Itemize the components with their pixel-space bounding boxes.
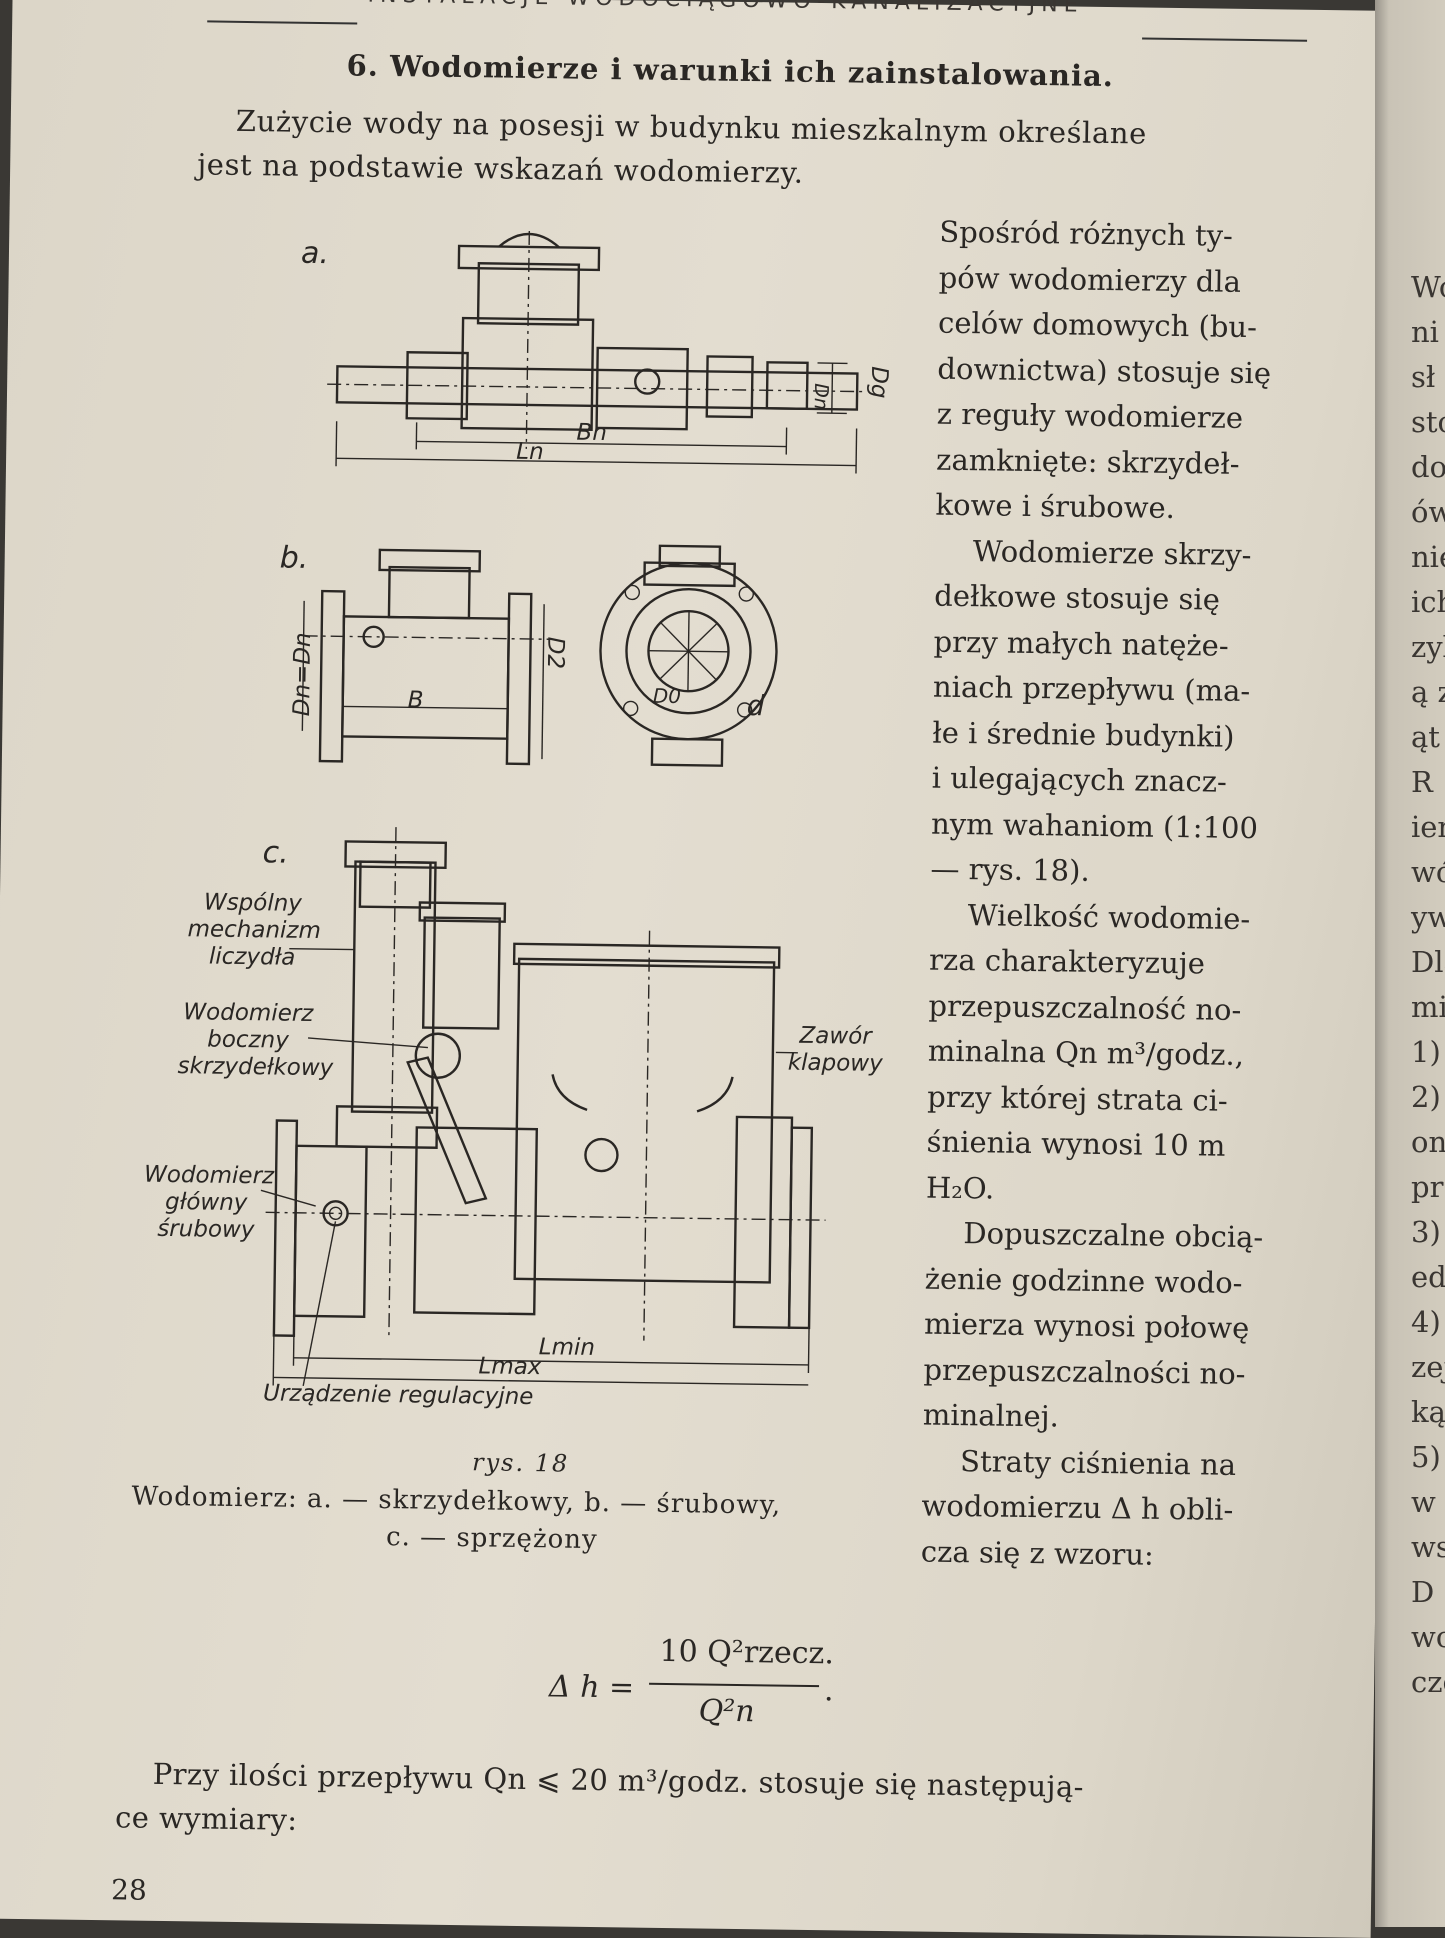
right-column-line: — rys. 18). [930,847,1301,898]
figure-c-drawing [258,825,831,1393]
label-side-meter: Wodomierz boczny skrzydełkowy [177,999,318,1082]
right-column-line: dełkowe stosuje się [934,574,1305,625]
adjacent-page-fragment: ką [1411,1395,1445,1429]
dim-label-bn: Bn [576,420,607,447]
water-meter-drawing [0,0,913,1434]
adjacent-page-edge: Wo ni sł sto do ów nie ich zyl ą z ątRien wó ywDla mi… [1375,0,1445,1927]
adjacent-page-fragment: do [1411,450,1445,484]
figure-letter-a: a. [301,236,329,271]
right-column-line: niach przepływu (ma- [933,665,1304,716]
adjacent-page-fragment: 3) [1411,1215,1441,1249]
figure-caption-label: rys. 18 [472,1448,570,1477]
right-column-line: Straty ciśnienia na [922,1438,1293,1489]
adjacent-page-fragment: yw [1411,900,1445,934]
adjacent-page-fragment: ich [1411,585,1445,619]
adjacent-page-fragment: pr [1411,1170,1443,1204]
right-column-line: cza się z wzoru: [921,1529,1292,1580]
formula-lhs: Δ h = [549,1669,635,1705]
right-column-line: downictwa) stosuje się [937,346,1308,397]
formula-numerator: 10 Q²rzecz. [659,1634,834,1671]
adjacent-page-fragment: w ta [1411,1485,1445,1519]
right-column-line: pów wodomierzy dla [938,255,1309,306]
dim-label-ln: Ln [516,439,544,466]
adjacent-page-fragment: ą z [1411,675,1445,709]
bottom-text-line: ce wymiary: [115,1795,298,1842]
adjacent-page-fragment: wó [1411,855,1445,889]
label-main-meter: Wodomierz główny śrubowy [143,1162,269,1245]
dim-label-d: d [747,692,765,719]
adjacent-page-fragment: ów [1411,495,1445,529]
right-column-line: łe i średnie budynki) [932,710,1303,761]
adjacent-page-fragment: zyl [1411,630,1445,664]
page-number: 28 [111,1873,147,1906]
adjacent-page-fragment: ed: [1411,1260,1445,1294]
adjacent-page-fragment: ien [1411,810,1445,844]
adjacent-page-fragment: ni [1411,315,1439,349]
dim-label-dn-eq: Dn=Dn [289,632,317,716]
right-column-line: rza charakteryzuje [929,938,1300,989]
right-column-line: żenie godzinne wodo- [924,1256,1295,1307]
right-column-line: zamknięte: skrzydeł- [936,437,1307,488]
right-column-line: Wodomierze skrzy- [935,528,1306,579]
right-column-line: Spośród różnych ty- [939,210,1310,261]
adjacent-page-fragment: czer [1411,1665,1445,1699]
right-column-line: przepuszczalności no- [923,1347,1294,1398]
formula-denominator: Q²n [698,1693,754,1729]
right-column-line: wodomierzu Δ h obli- [921,1484,1292,1535]
adjacent-page-fragment: wod [1411,1620,1445,1654]
right-column-line: Wielkość wodomie- [930,892,1301,943]
dim-label-d0: D0 [653,683,681,710]
figure-b-drawing [302,541,778,768]
figure-caption: Wodomierz: a. — skrzydełkowy, b. — śrubo… [131,1482,781,1521]
right-column-line: przy której strata ci- [927,1074,1298,1125]
adjacent-page-fragment: R [1411,765,1433,799]
adjacent-page-fragment: Dla [1411,945,1445,979]
right-column-line: i ulegających znacz- [931,756,1302,807]
adjacent-page-fragment: zej [1411,1350,1445,1384]
label-regulator: Urządzenie regulacyjne [263,1380,534,1411]
adjacent-page-fragment: sł [1411,360,1435,394]
right-column-line: mierza wynosi połowę [924,1302,1295,1353]
right-column-line: śnienia wynosi 10 m [926,1120,1297,1171]
right-column-line: z reguły wodomierze [936,392,1307,443]
right-column-line: celów domowych (bu- [938,301,1309,352]
right-column-line: nym wahaniom (1:100 [931,801,1302,852]
pressure-loss-formula: Δ h = 10 Q²rzecz. Q²n . [548,1624,850,1758]
adjacent-page-fragment: 4) [1411,1305,1441,1339]
adjacent-page-fragment: 1) [1411,1035,1441,1069]
label-common-counter: Wspólny mechanizm liczydła [187,889,318,972]
right-column-line: Dopuszczalne obcią- [925,1211,1296,1262]
book-page: INSTALACJE WODOCIĄGOWO-KANALIZACYJNE 6. … [0,0,1397,1938]
label-flap-valve: Zawór klapowy [788,1023,884,1078]
dim-label-b: B [408,687,424,714]
figure-letter-b: b. [279,540,308,575]
figure-caption: c. — sprzężony [386,1522,598,1555]
adjacent-page-fragment: wsk [1411,1530,1445,1564]
right-column-line: H₂O. [926,1165,1297,1216]
header-rule [1142,37,1307,41]
right-column-line: przy małych natęże- [933,619,1304,670]
adjacent-page-fragment: D [1411,1575,1434,1609]
dim-label-lmin: Lmin [539,1334,596,1362]
right-column-line: kowe i śrubowe. [935,483,1306,534]
dim-label-lmax: Lmax [478,1353,541,1381]
right-column-line: minalnej. [923,1393,1294,1444]
adjacent-page-fragment: 2) [1411,1080,1441,1114]
right-column-line: minalna Qn m³/godz., [928,1029,1299,1080]
figure-letter-c: c. [262,835,289,870]
adjacent-page-fragment: sto [1411,405,1445,439]
fraction-bar [649,1683,819,1687]
dim-label-dg: Dg [865,366,892,399]
adjacent-page-fragment: nie [1411,540,1445,574]
adjacent-page-fragment: Wo [1411,270,1445,304]
adjacent-page-fragment: mi [1411,990,1445,1024]
adjacent-page-fragment: 5) [1411,1440,1441,1474]
dim-label-d2: D2 [541,636,568,669]
adjacent-page-fragment: ond [1411,1125,1445,1159]
formula-end: . [824,1673,834,1708]
adjacent-page-fragment: ąt [1411,720,1440,754]
dim-label-dn: Dn [807,383,834,410]
right-column-line: przepuszczalność no- [928,983,1299,1034]
